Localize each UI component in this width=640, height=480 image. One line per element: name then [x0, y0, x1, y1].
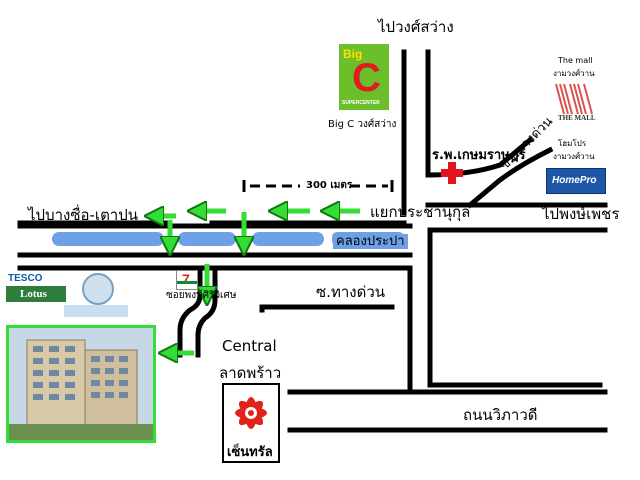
lotus-logo-band: Lotus — [6, 286, 66, 302]
label-soi-phong: ซอยพงษ์ศิริวิเศษ — [166, 290, 237, 301]
bigc-logo-c: C — [352, 56, 381, 100]
label-mall-1: The mall — [558, 56, 593, 65]
roads — [17, 49, 608, 433]
label-soi-tangduan: ซ.ทางด่วน — [316, 283, 386, 301]
label-homepro-2: งามวงศ์วาน — [553, 152, 595, 161]
central-logo-text: เซ็นทรัล — [227, 445, 273, 460]
road-soi-diag-lower — [466, 146, 554, 209]
central-logo: เซ็นทรัล — [222, 383, 280, 463]
label-vibhavadi: ถนนวิภาวดี — [463, 406, 538, 424]
label-bigc: Big C วงศ์สว่าง — [328, 119, 397, 130]
label-central-2: ลาดพร้าว — [219, 364, 282, 382]
label-mall-2: งามวงศ์วาน — [553, 69, 595, 78]
homepro-logo-text: HomePro — [552, 175, 597, 186]
label-homepro-1: โฮมโปร — [558, 139, 587, 148]
building-illustration — [9, 328, 153, 440]
canal-segment-1 — [52, 232, 164, 246]
tesco-logo-text: TESCO — [8, 273, 43, 284]
bigc-logo: Big C SUPERCENTER — [339, 44, 389, 110]
seven-eleven-stripe — [177, 281, 197, 284]
seven-eleven-number: 7 — [182, 271, 190, 287]
homepro-logo: HomePro — [546, 168, 606, 194]
label-canal: คลองประปา — [333, 234, 408, 249]
canal-segment-2 — [178, 232, 236, 246]
emblem-caption-bar — [64, 305, 128, 317]
the-mall-logo-text: THE MALL — [558, 114, 596, 122]
label-hospital: ร.พ.เกษมราษฎร์ — [432, 148, 526, 163]
bigc-logo-sub: SUPERCENTER — [342, 100, 380, 106]
label-central-1: Central — [222, 337, 277, 355]
bigc-logo-big: Big — [343, 47, 363, 61]
round-emblem-icon — [82, 273, 114, 305]
tesco-lotus-logo: TESCO Lotus — [6, 273, 66, 303]
route-arrows — [152, 211, 360, 353]
canal-segment-3 — [252, 232, 324, 246]
label-east: ไปพงษ์เพชร — [542, 205, 620, 223]
lotus-logo-text: Lotus — [20, 288, 47, 300]
label-west: ไปบางซื่อ-เตาปูน — [28, 206, 139, 224]
road-soi-diag-upper — [425, 136, 534, 178]
central-flower-icon — [235, 397, 267, 429]
seven-eleven-logo: 7 — [176, 270, 198, 290]
the-mall-m-icon — [555, 83, 593, 115]
label-junction: แยกประชานุกุล — [370, 203, 471, 221]
the-mall-logo: THE MALL — [552, 80, 598, 124]
label-distance: 300 เมตร — [306, 180, 353, 191]
distance-marker — [242, 180, 394, 192]
condo-building-image — [6, 325, 156, 443]
hospital-cross-icon — [441, 162, 463, 184]
label-north: ไปวงศ์สว่าง — [378, 18, 454, 36]
